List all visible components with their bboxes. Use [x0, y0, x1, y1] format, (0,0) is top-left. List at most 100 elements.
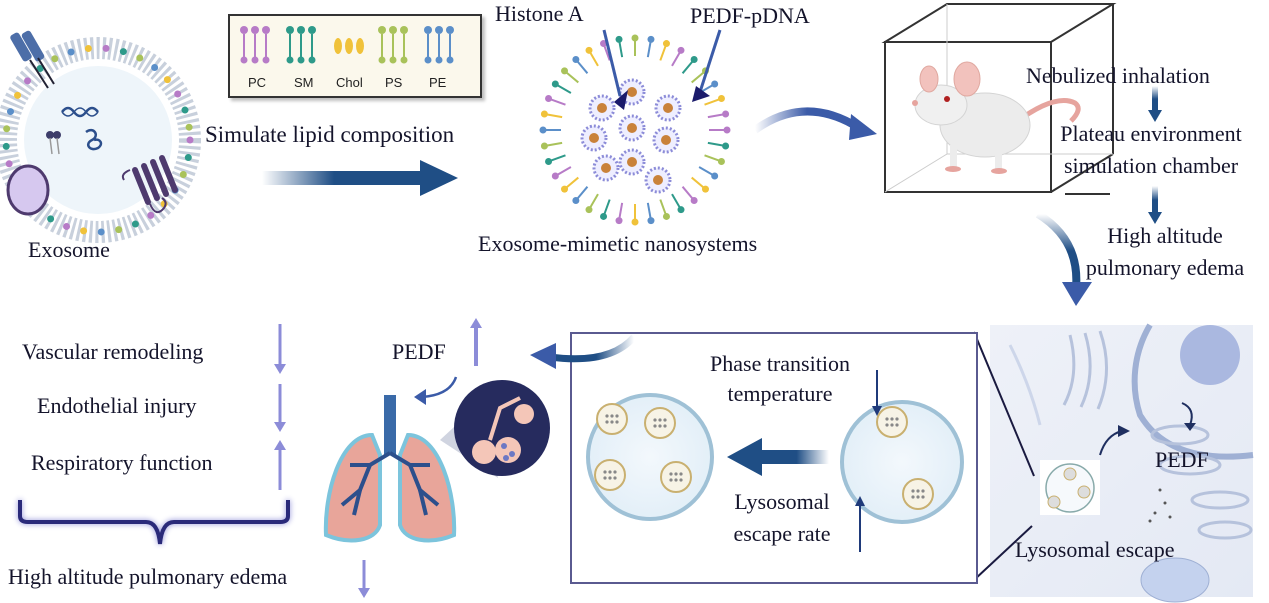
nano-lipid-head — [723, 126, 731, 134]
membrane-lipid-head — [136, 54, 144, 62]
lungs-icon — [323, 395, 457, 543]
nano-lipid-head — [539, 126, 547, 134]
legend-label-sm: SM — [294, 75, 314, 90]
summary-brace-icon — [18, 500, 290, 545]
membrane-lipid-head — [185, 123, 193, 131]
vesicle-bud — [594, 459, 626, 491]
chamber-label-line2: simulation chamber — [1063, 153, 1239, 178]
lipid-legend: PC SM Chol PS PE — [228, 14, 482, 98]
pedf-to-lung-arrow-icon — [414, 376, 458, 405]
alveoli-inset-icon — [440, 380, 550, 478]
nano-lipid-head — [711, 172, 719, 180]
vesicle-bud — [660, 461, 692, 493]
curved-arrow-to-cell-icon — [1035, 210, 1092, 306]
nano-lipid-head — [600, 40, 608, 48]
legend-lipid-head — [286, 26, 294, 34]
nano-lipid-head — [561, 67, 569, 75]
membrane-lipid-head — [67, 48, 75, 56]
membrane-lipid-head — [163, 76, 171, 84]
vesicle-bud — [876, 406, 908, 438]
membrane-lipid-head — [184, 154, 192, 162]
hape-label-line1: High altitude — [1107, 223, 1223, 248]
escape-rate-label-line2: escape rate — [733, 521, 831, 546]
membrane-lipid-head — [131, 220, 139, 228]
nano-lipid-head — [701, 185, 709, 193]
vesicle-bud — [902, 478, 934, 510]
cell-pedf-label: PEDF — [1155, 447, 1209, 472]
nano-lipid-head — [722, 142, 730, 150]
nano-lipid-head — [647, 35, 655, 43]
membrane-lipid-head — [36, 65, 44, 73]
nanosystem-illustration — [539, 29, 731, 226]
legend-lipid-head — [251, 26, 259, 34]
nano-lipid-head — [615, 35, 623, 43]
nano-lipid-head — [717, 95, 725, 103]
nano-lipid-head — [545, 157, 553, 165]
nano-lipid-head — [711, 80, 719, 88]
exosome-vesicle-icon — [0, 30, 201, 243]
legend-lipid-head — [435, 26, 443, 34]
nano-lipid-head — [600, 212, 608, 220]
simulate-arrow-icon — [262, 160, 458, 196]
down-arrow-1-icon — [1148, 86, 1162, 122]
membrane-lipid-head — [179, 170, 187, 178]
membrane-lipid-head — [5, 160, 13, 168]
nano-lipid-head — [572, 196, 580, 204]
curved-arrow-to-chamber-icon — [752, 107, 877, 140]
lysosomal-escape-label: Lysosomal escape — [1015, 537, 1175, 562]
legend-lipid-head — [240, 26, 248, 34]
nano-lipid-head — [540, 110, 548, 118]
membrane-lipid-head — [174, 90, 182, 98]
membrane-lipid-head — [181, 106, 189, 114]
vesicle-bud — [644, 407, 676, 439]
legend-lipid-head — [262, 26, 270, 34]
legend-lipid-head — [297, 26, 305, 34]
nano-lipid-head — [615, 217, 623, 225]
cell-interior-view — [990, 323, 1254, 603]
vesicle-illustrations — [586, 370, 964, 552]
lipid-legend-icons — [240, 26, 454, 64]
vesicle-bud — [596, 403, 628, 435]
membrane-lipid-head — [24, 77, 32, 85]
nanosystem-label: Exosome-mimetic nanosystems — [478, 231, 758, 256]
membrane-lipid-head — [3, 125, 11, 133]
nano-lipid-head — [690, 56, 698, 64]
down-arrow-2-icon — [1148, 186, 1162, 224]
mouse-icon — [912, 61, 1081, 174]
phase-transition-label-line1: Phase transition — [710, 351, 850, 376]
nano-lipid-head — [690, 196, 698, 204]
hape-label-line2: pulmonary edema — [1085, 255, 1245, 280]
membrane-lipid-head — [102, 44, 110, 52]
nano-lipid-head — [647, 217, 655, 225]
simulate-lipid-label: Simulate lipid composition — [205, 122, 455, 147]
nano-lipid-head — [551, 172, 559, 180]
exosome-illustration — [0, 20, 210, 243]
escape-rate-label-line1: Lysosomal — [734, 489, 830, 514]
lung-pedf-label: PEDF — [392, 339, 446, 364]
nano-lipid-head — [585, 46, 593, 54]
pedf-pdna-callout: PEDF-pDNA — [690, 3, 810, 28]
pedf-up-arrow-icon — [470, 318, 482, 366]
legend-lipid-head — [446, 26, 454, 34]
nano-lipid-head — [662, 212, 670, 220]
outcome-vascular-remodeling: Vascular remodeling — [22, 339, 204, 364]
nano-lipid-head — [677, 206, 685, 214]
nebulized-inhalation-label: Nebulized inhalation — [1026, 63, 1210, 88]
nano-lipid-head — [631, 34, 639, 42]
lysosomal-escape-panel: Phase transition temperature Lysosomal e… — [570, 332, 978, 584]
chamber-label-line1: Plateau environment — [1060, 121, 1242, 146]
membrane-lipid-head — [47, 215, 55, 223]
legend-lipid-head — [424, 26, 432, 34]
legend-lipid-head — [400, 26, 408, 34]
membrane-lipid-head — [51, 55, 59, 63]
phase-transition-label-line2: temperature — [727, 381, 833, 406]
outcome-arrows-icon — [274, 324, 286, 490]
histone-a-callout: Histone A — [495, 1, 584, 26]
nano-lipid-head — [722, 110, 730, 118]
zoom-connector-lines — [973, 331, 1035, 581]
exosome-label: Exosome — [28, 237, 110, 262]
curved-arrow-to-lungs-icon — [530, 334, 637, 369]
nano-lipid-head — [572, 56, 580, 64]
membrane-lipid-head — [119, 48, 127, 56]
summary-hape-label: High altitude pulmonary edema — [8, 564, 288, 589]
